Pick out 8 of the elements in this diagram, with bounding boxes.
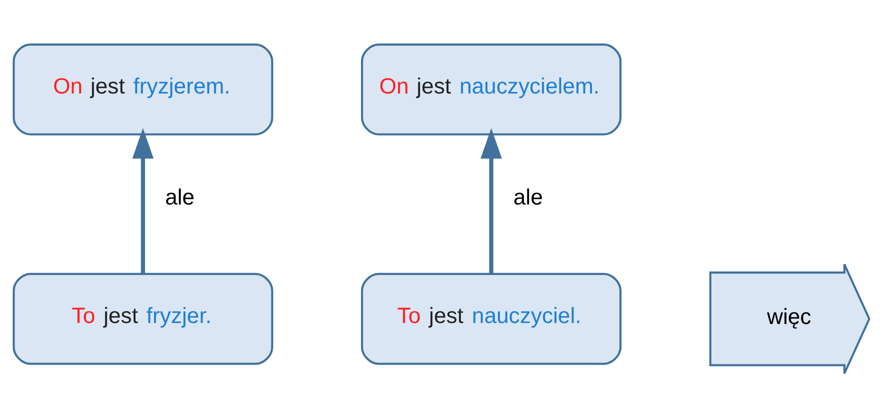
- arrow: [132, 128, 154, 274]
- edge-label: ale: [165, 184, 195, 210]
- edge-label: ale: [513, 184, 543, 210]
- node-box: On jest nauczycielem.: [361, 43, 622, 135]
- node-box: On jest fryzjerem.: [12, 43, 274, 135]
- arrow: [480, 128, 502, 274]
- node-box: To jest nauczyciel.: [361, 272, 622, 364]
- node-box: To jest fryzjer.: [12, 272, 274, 364]
